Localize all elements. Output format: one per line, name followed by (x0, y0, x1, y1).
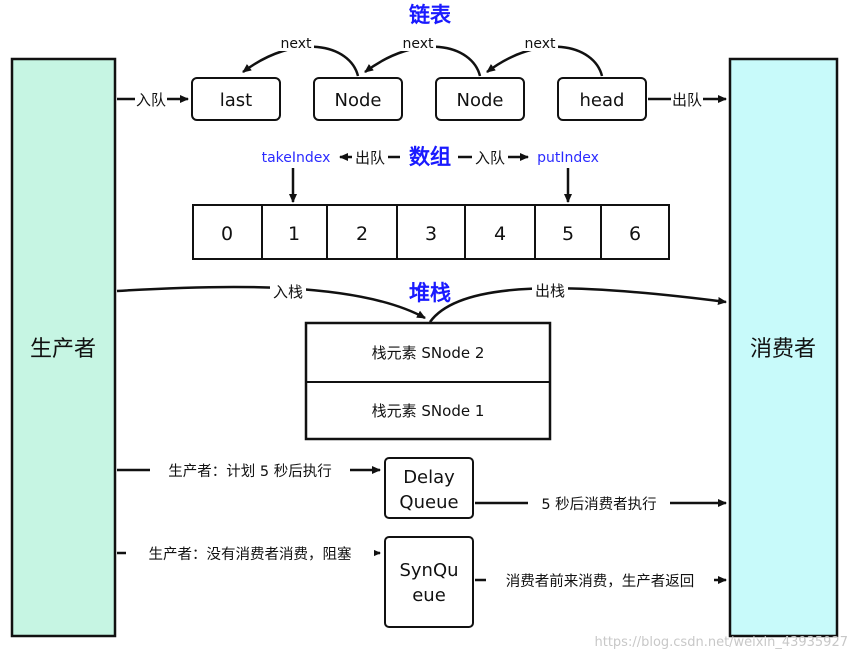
array-enqueue-label: 入队 (475, 149, 505, 167)
array-dequeue-label: 出队 (355, 149, 385, 167)
stack-element-1: 栈元素 SNode 1 (372, 402, 485, 420)
linked-list-title: 链表 (409, 3, 452, 27)
array-dividers (261, 205, 602, 259)
array-title: 数组 (409, 145, 451, 169)
array-cell-6: 6 (629, 223, 641, 245)
producer-label: 生产者 (30, 337, 96, 362)
list-node-head-label: head (580, 90, 625, 111)
syn-in-label: 生产者：没有消费者消费，阻塞 (149, 545, 352, 563)
array-cell-5: 5 (562, 223, 574, 245)
next-arrow-2 (364, 45, 482, 77)
stack-element-2: 栈元素 SNode 2 (372, 344, 485, 362)
next-label-2: next (402, 36, 434, 52)
array-cell-3: 3 (425, 223, 437, 245)
next-arrow-1 (242, 45, 360, 77)
list-node-3-label: Node (457, 90, 504, 111)
list-enqueue-label: 入队 (136, 91, 166, 109)
array-cell-2: 2 (356, 223, 368, 245)
delay-queue-box (384, 457, 474, 519)
syn-queue-label-1: SynQu (399, 560, 458, 581)
array-cell-1: 1 (288, 223, 300, 245)
put-index-label: putIndex (537, 150, 599, 166)
next-label-1: next (280, 36, 312, 52)
list-node-3 (435, 77, 525, 121)
consumer-label: 消费者 (750, 337, 816, 362)
stack-title: 堆栈 (409, 281, 451, 305)
delay-in-label: 生产者：计划 5 秒后执行 (168, 463, 331, 480)
list-node-head (557, 77, 647, 121)
take-index-label: takeIndex (262, 150, 331, 166)
syn-queue-label-2: eue (412, 585, 446, 606)
next-arrow-3 (486, 45, 604, 77)
pop-arrow (428, 287, 727, 323)
array-cell-4: 4 (494, 223, 506, 245)
consumer-box (728, 57, 839, 638)
list-node-last (191, 77, 281, 121)
next-label-3: next (524, 36, 556, 52)
delay-out-label: 5 秒后消费者执行 (541, 496, 656, 513)
syn-out-label: 消费者前来消费，生产者返回 (506, 573, 695, 590)
delay-queue-label-1: Delay (403, 467, 455, 488)
delay-queue-label-2: Queue (399, 492, 458, 513)
push-label: 入栈 (273, 283, 303, 301)
list-dequeue-label: 出队 (672, 91, 702, 109)
list-node-2 (313, 77, 403, 121)
array-cell-0: 0 (221, 223, 233, 245)
syn-queue-box (384, 536, 474, 628)
pop-label: 出栈 (535, 282, 565, 300)
producer-box (10, 57, 117, 638)
array-box (192, 204, 670, 260)
list-node-last-label: last (220, 90, 252, 111)
list-node-2-label: Node (335, 90, 382, 111)
watermark: https://blog.csdn.net/weixin_43935927 (594, 635, 848, 650)
